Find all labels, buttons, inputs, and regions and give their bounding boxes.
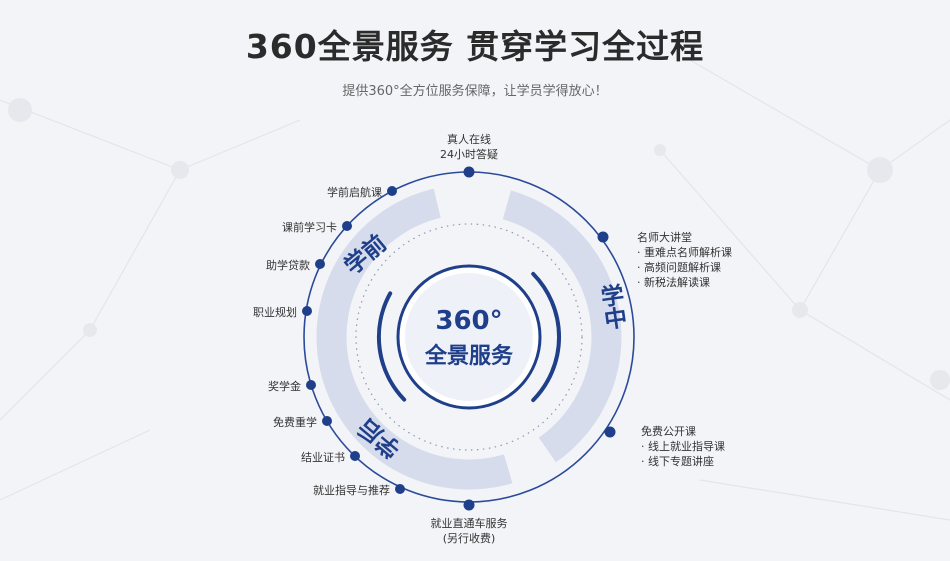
node-dot-before-1	[387, 186, 397, 196]
node-after-3-label: 结业证书	[301, 451, 345, 464]
node-top-line2: 24小时答疑	[440, 148, 498, 161]
node-before-3-label: 助学贷款	[266, 259, 310, 272]
node-after-2-label: 免费重学	[273, 416, 317, 429]
node-after-4-label: 就业指导与推荐	[313, 484, 390, 497]
node-bottom-line2: (另行收费)	[442, 532, 496, 545]
node-during-top-title: 名师大讲堂	[637, 231, 692, 244]
node-before-2-label: 课前学习卡	[282, 221, 337, 234]
node-during-bottom-title: 免费公开课	[641, 425, 696, 438]
node-dot-bottom	[463, 499, 475, 511]
segment-after	[316, 337, 513, 490]
node-before-4-label: 职业规划	[253, 306, 297, 319]
dotted-ring	[355, 223, 583, 451]
node-during-top-label: 名师大讲堂 · 重难点名师解析课 · 高频问题解析课 · 新税法解读课	[637, 230, 732, 290]
node-during-top-item-1: · 重难点名师解析课	[637, 246, 732, 259]
node-dot-before-4	[302, 306, 312, 316]
node-during-bottom-item-2: · 线下专题讲座	[641, 455, 714, 468]
node-during-bottom-label: 免费公开课 · 线上就业指导课 · 线下专题讲座	[641, 424, 725, 469]
node-top-label: 真人在线 24小时答疑	[419, 132, 519, 162]
node-dot-after-3	[350, 451, 360, 461]
node-top-line1: 真人在线	[447, 133, 491, 146]
node-dot-before-2	[342, 221, 352, 231]
node-dot-before-3	[315, 259, 325, 269]
page-title: 360全景服务 贯穿学习全过程	[245, 27, 705, 66]
node-dot-after-1	[306, 380, 316, 390]
node-after-1-label: 奖学金	[268, 380, 301, 393]
node-dot-after-4	[395, 484, 405, 494]
center-label-text: 全景服务	[424, 344, 513, 369]
segment-during	[502, 190, 622, 463]
node-bottom-line1: 就业直通车服务	[430, 517, 508, 530]
phase-during-label: 学中	[594, 282, 628, 332]
node-during-top-item-2: · 高频问题解析课	[637, 261, 721, 274]
inner-arc-left	[376, 291, 407, 402]
center-circle-inner	[405, 273, 533, 401]
node-dot-during-top	[597, 231, 609, 243]
inner-arc-right	[531, 271, 562, 403]
node-before-1-label: 学前启航课	[327, 186, 382, 199]
node-dot-after-2	[322, 416, 332, 426]
node-dot-during-bottom	[604, 426, 616, 438]
center-label-number: 360°	[435, 306, 503, 336]
segment-before	[316, 188, 441, 337]
node-bottom-label: 就业直通车服务 (另行收费)	[409, 516, 529, 546]
page-subtitle: 提供360°全方位服务保障，让学员学得放心！	[342, 84, 608, 99]
node-dot-top	[463, 166, 475, 178]
node-during-top-item-3: · 新税法解读课	[637, 276, 710, 289]
node-during-bottom-item-1: · 线上就业指导课	[641, 440, 725, 453]
